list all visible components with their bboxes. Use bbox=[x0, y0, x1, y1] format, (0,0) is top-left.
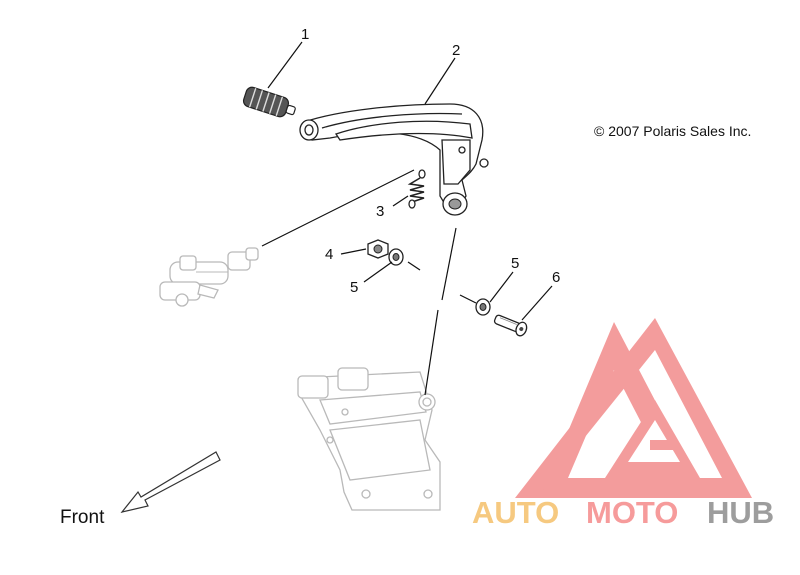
callout-3: 3 bbox=[376, 203, 384, 220]
triangle-logo-icon bbox=[515, 318, 752, 498]
leader-lines bbox=[267, 41, 553, 321]
spring-part-3 bbox=[407, 169, 426, 209]
master-cylinder-ghost bbox=[159, 247, 259, 307]
callout-4: 4 bbox=[325, 246, 333, 263]
logo-word-moto: MOTO bbox=[586, 495, 678, 530]
washer-part-5-right bbox=[475, 298, 491, 316]
nut-part-4 bbox=[367, 239, 389, 259]
pedal-rubber-part-1 bbox=[242, 86, 296, 118]
logo-word-auto: AUTO bbox=[472, 495, 559, 530]
callout-2: 2 bbox=[452, 42, 460, 59]
brake-pedal-part-2 bbox=[299, 103, 489, 216]
alignment-lines bbox=[261, 169, 477, 396]
callout-1: 1 bbox=[301, 26, 309, 43]
front-label: Front bbox=[60, 507, 105, 528]
pivot-bolt-part-6 bbox=[493, 314, 528, 337]
front-arrow-icon bbox=[120, 451, 221, 513]
callout-5b: 5 bbox=[511, 255, 519, 272]
callout-5a: 5 bbox=[350, 279, 358, 296]
watermark-logo: AUTO MOTO HUB bbox=[472, 318, 774, 530]
logo-word-hub: HUB bbox=[707, 495, 774, 530]
copyright-notice: © 2007 Polaris Sales Inc. bbox=[594, 123, 751, 139]
brake-bracket-ghost bbox=[297, 367, 441, 511]
callout-6: 6 bbox=[552, 269, 560, 286]
washer-part-5-left bbox=[388, 248, 404, 266]
